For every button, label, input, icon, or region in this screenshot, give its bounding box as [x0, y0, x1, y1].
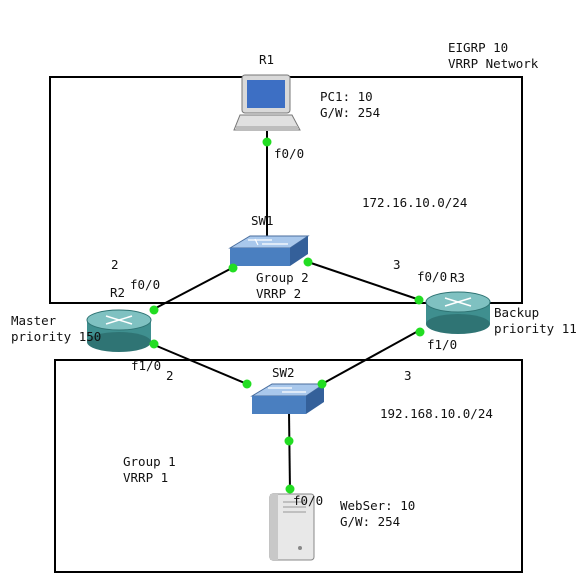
webser-info-2: G/W: 254 [340, 514, 400, 529]
r2-role-1: Master [11, 313, 57, 328]
bottom-network-area [54, 359, 523, 573]
title-line-2: VRRP Network [448, 56, 539, 71]
switch-icon[interactable] [250, 383, 326, 414]
r2-name: R2 [110, 285, 125, 300]
r1-info-1: PC1: 10 [320, 89, 373, 104]
r2-interface-f10: f1/0 [131, 358, 161, 373]
group2-line-2: VRRP 2 [256, 286, 301, 301]
sw1-port-r3: 3 [393, 257, 401, 272]
sw1-name: SW1 [251, 213, 274, 228]
r3-interface-f10: f1/0 [427, 337, 457, 352]
sw2-name: SW2 [272, 365, 295, 380]
link-r3-sw2 [321, 329, 421, 385]
webser-interface: f0/0 [293, 493, 323, 508]
pc-icon[interactable] [233, 74, 301, 131]
port-dots [149, 137, 425, 494]
link-r2-sw2 [151, 343, 248, 385]
bottom-network-label: 192.168.10.0/24 [380, 406, 493, 421]
link-sw1-r3 [307, 261, 421, 301]
r3-role-2: priority 110 [494, 321, 577, 336]
sw2-port-r3: 3 [404, 368, 412, 383]
r2-interface-f00: f0/0 [130, 277, 160, 292]
webser-info-1: WebSer: 10 [340, 498, 415, 513]
r1-name: R1 [259, 52, 274, 67]
group2-line-1: Group 2 [256, 270, 309, 285]
top-network-label: 172.16.10.0/24 [362, 195, 467, 210]
group1-line-1: Group 1 [123, 454, 176, 469]
router-icon[interactable] [425, 291, 491, 334]
link-sw2-webser [288, 411, 291, 493]
r3-name: R3 [450, 270, 465, 285]
switch-icon[interactable] [228, 235, 310, 266]
link-sw1-r2 [151, 267, 233, 311]
server-icon[interactable] [269, 493, 315, 561]
title-line-1: EIGRP 10 [448, 40, 508, 55]
sw2-port-r2: 2 [166, 368, 174, 383]
r2-role-2: priority 150 [11, 329, 101, 344]
router-icon[interactable] [86, 309, 152, 352]
group1-line-2: VRRP 1 [123, 470, 168, 485]
r3-role-1: Backup [494, 305, 539, 320]
r1-interface: f0/0 [274, 146, 304, 161]
r1-info-2: G/W: 254 [320, 105, 380, 120]
sw1-port-r2: 2 [111, 257, 119, 272]
r3-interface-f00: f0/0 [417, 269, 447, 284]
